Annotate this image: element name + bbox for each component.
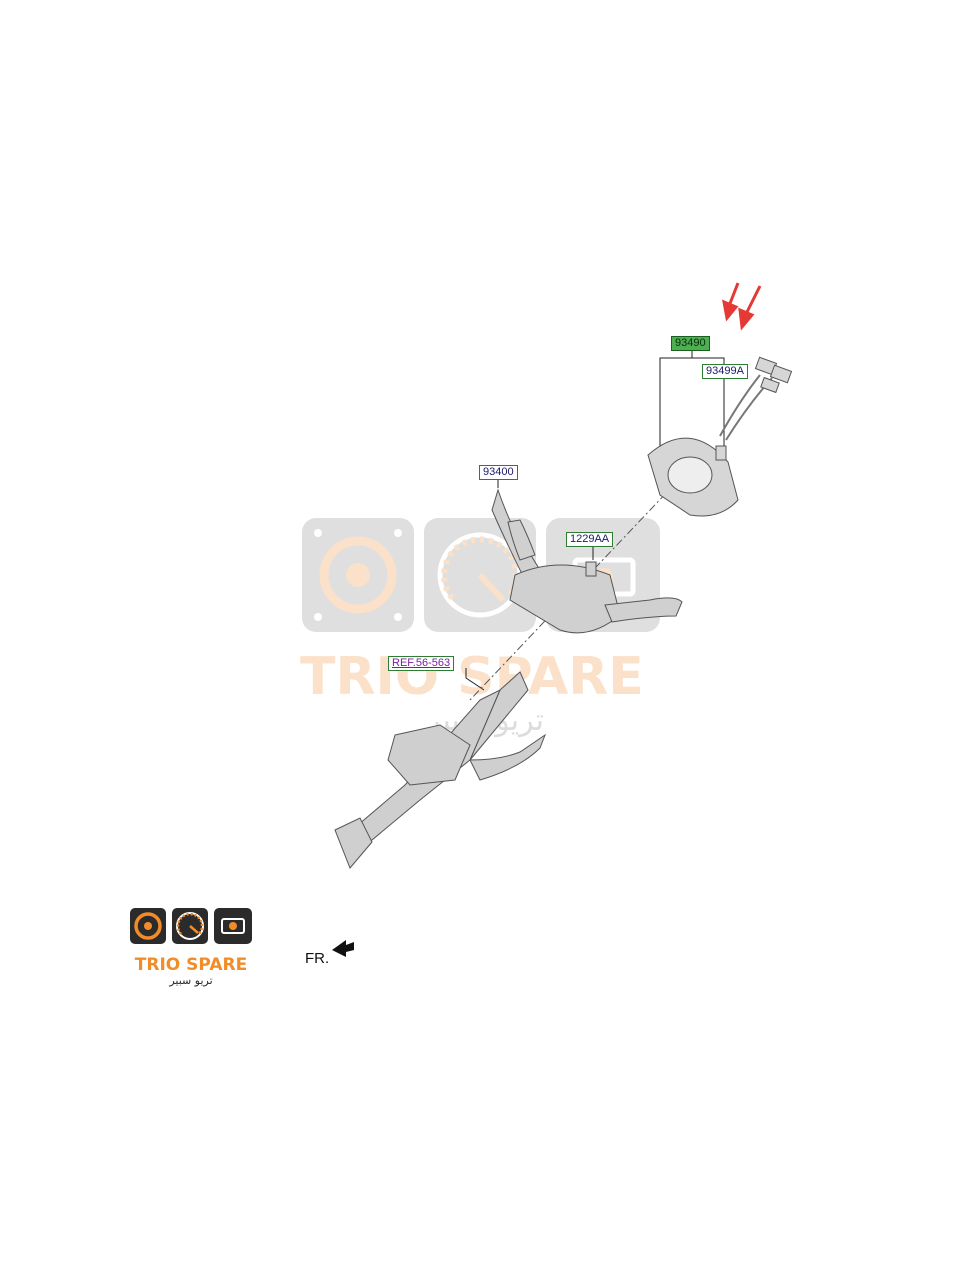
assembly-axis: [469, 469, 689, 701]
watermark-text: TRIO SPARE: [300, 647, 644, 707]
part-label-93490[interactable]: 93490: [671, 336, 710, 351]
part-label-93400[interactable]: 93400: [479, 465, 518, 480]
logo-arabic-text: تريو سبير: [169, 974, 213, 987]
part-label-93499a[interactable]: 93499A: [702, 364, 748, 379]
direction-arrow-icon: [332, 940, 354, 957]
logo-text: TRIO SPARE: [134, 955, 248, 975]
highlight-arrows: [722, 282, 762, 331]
brand-logo: TRIO SPARE تريو سبير: [128, 906, 254, 987]
watermark-speaker-icon: [302, 518, 414, 632]
clock-spring-part: [647, 356, 793, 517]
gauge-icon: [172, 908, 208, 944]
reference-label[interactable]: REF.56-563: [388, 656, 455, 671]
steering-column-part: [334, 671, 547, 869]
direction-label: FR.: [305, 950, 330, 967]
watermark-gauge-icon: [424, 518, 536, 632]
combination-switch-part: [491, 488, 683, 634]
speaker-icon: [130, 908, 166, 944]
engine-icon: [214, 908, 252, 944]
part-label-1229aa[interactable]: 1229AA: [566, 532, 614, 547]
